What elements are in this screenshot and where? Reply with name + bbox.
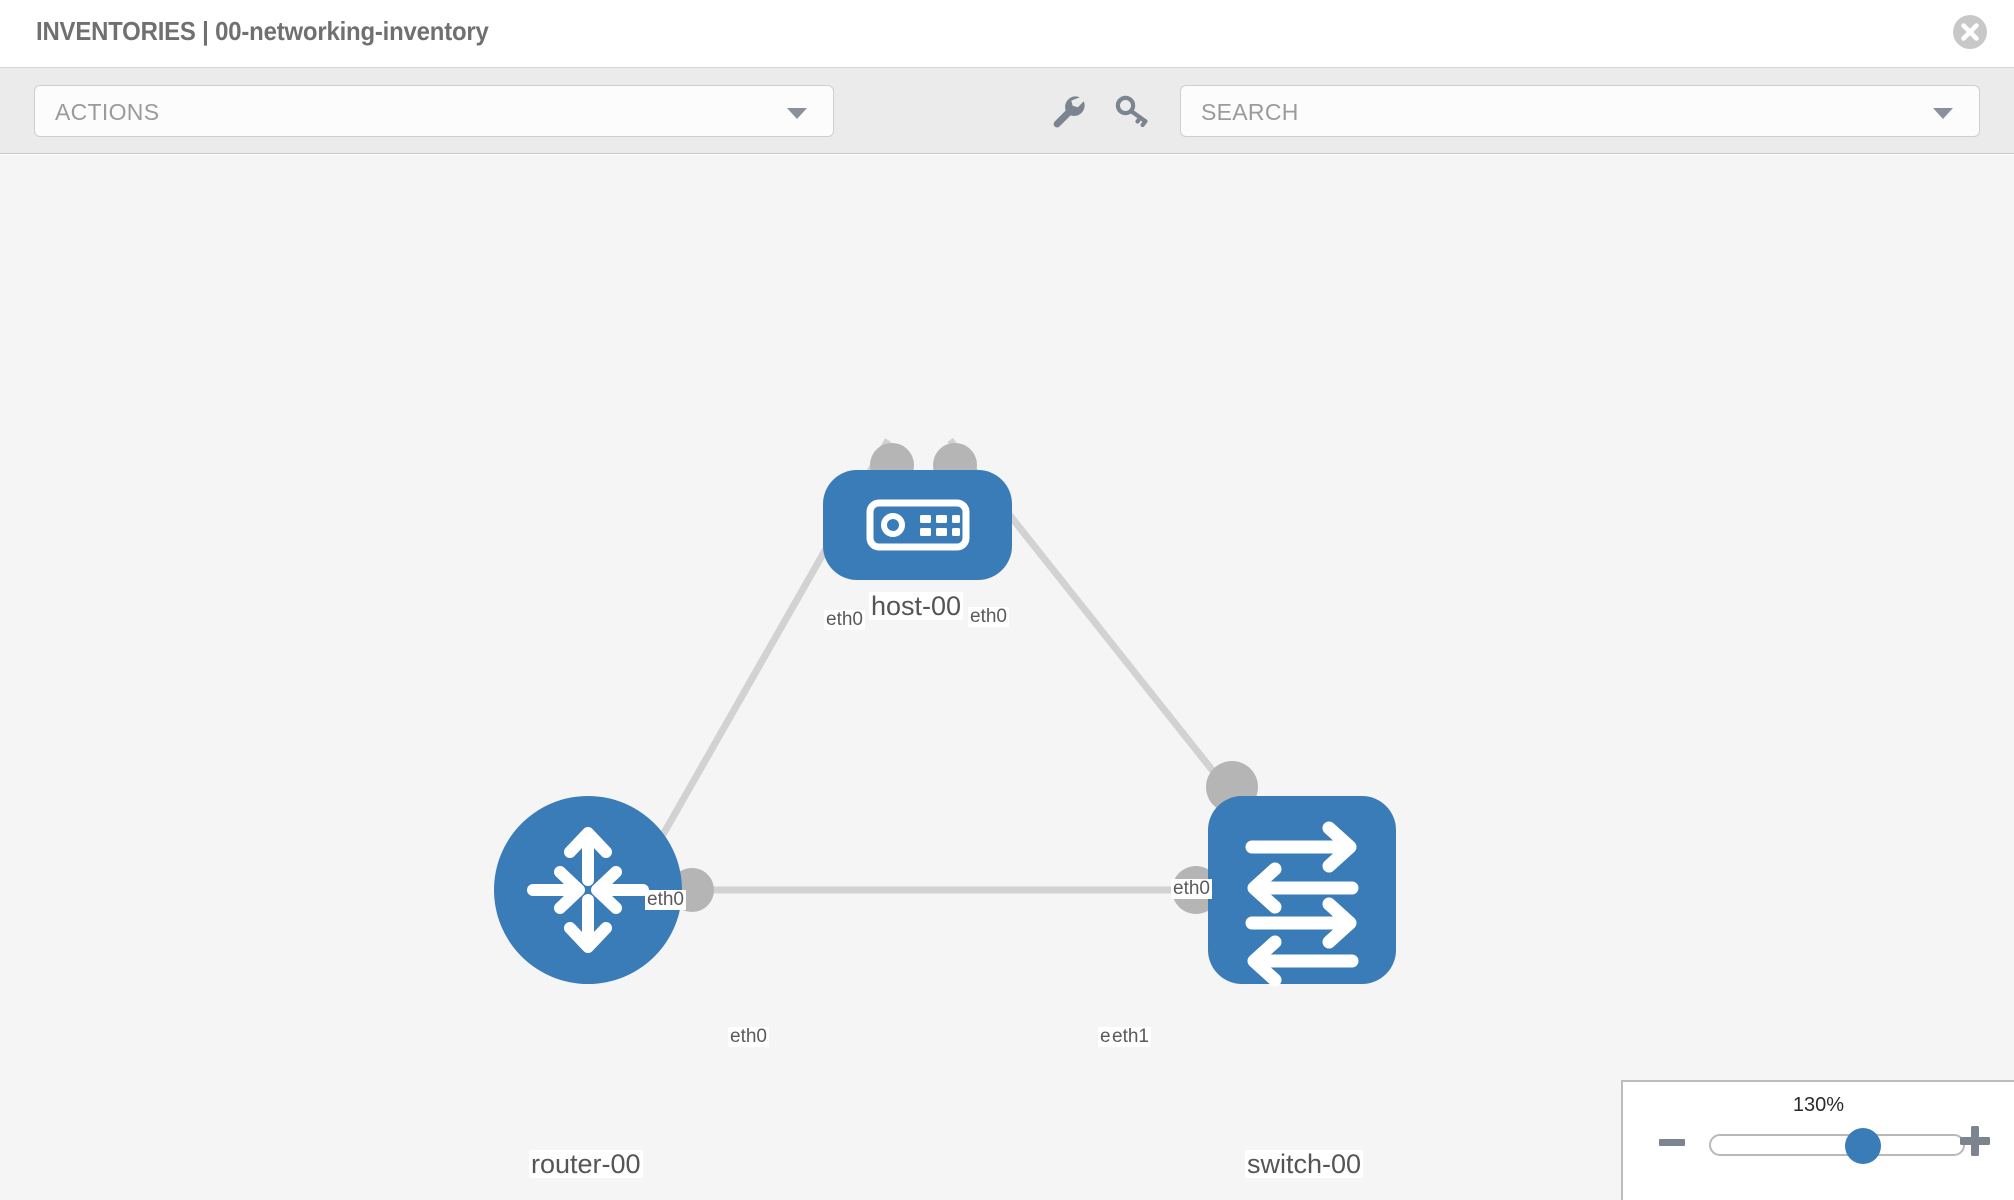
edge-label-router00-eth0: eth0 [728, 1026, 769, 1047]
close-icon[interactable] [1950, 12, 1990, 52]
chevron-down-icon [787, 108, 807, 119]
topology-canvas[interactable]: eth0 host-00 eth0 eth0 eth0 eth0 eth0 et… [0, 155, 2014, 1200]
key-icon[interactable] [1110, 88, 1154, 132]
header-bar: INVENTORIES | 00-networking-inventory [0, 0, 2014, 68]
actions-dropdown[interactable]: ACTIONS [34, 85, 834, 137]
edge-label-switch00-uplink-eth0: eth0 [1171, 878, 1212, 899]
search-input[interactable]: SEARCH [1180, 85, 1980, 137]
zoom-level-value: 130% [1792, 1094, 1845, 1116]
switch-arrows-icon [1245, 821, 1359, 987]
node-router-00 [494, 796, 682, 984]
zoom-slider-thumb[interactable] [1844, 1128, 1881, 1164]
server-appliance-icon [866, 499, 970, 551]
node-label-switch-00: switch-00 [1245, 1149, 1364, 1179]
actions-dropdown-label: ACTIONS [55, 99, 160, 125]
node-label-router-00: router-00 [529, 1149, 643, 1179]
node-host-00 [823, 470, 1012, 580]
edge-label-router00-uplink-eth0: eth0 [645, 889, 686, 910]
topology-graph [494, 437, 1396, 987]
edge-label-switch00-eth1: eth1 [1110, 1026, 1151, 1047]
zoom-out-button[interactable] [1657, 1128, 1687, 1158]
chevron-down-icon[interactable] [1933, 108, 1953, 119]
wrench-icon[interactable] [1045, 88, 1089, 132]
edge-label-host00-eth0-right: eth0 [968, 606, 1009, 627]
zoom-control-panel: 130% [1621, 1080, 2014, 1200]
zoom-in-button[interactable] [1958, 1124, 1992, 1158]
node-switch-00 [1208, 796, 1396, 987]
node-label-host-00: host-00 [869, 591, 964, 621]
page-title: INVENTORIES | 00-networking-inventory [36, 16, 489, 46]
edge-label-host00-eth0-left: eth0 [824, 609, 865, 630]
search-placeholder: SEARCH [1201, 99, 1299, 125]
router-arrows-icon [527, 827, 649, 953]
zoom-slider-track[interactable] [1709, 1128, 1965, 1164]
